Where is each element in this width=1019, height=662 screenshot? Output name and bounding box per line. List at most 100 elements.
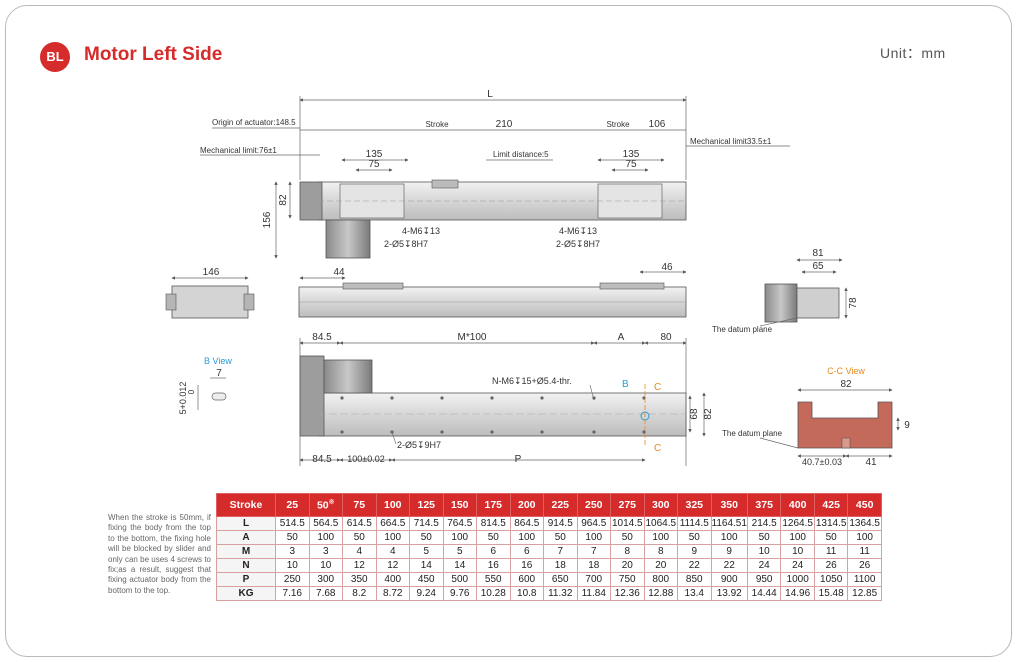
dim-P: P [515,454,522,465]
stroke-value: 275 [618,499,637,511]
stroke-value: 450 [855,499,874,511]
dim-A: A [618,332,625,343]
dim-80: 80 [660,332,672,343]
spec-cell: 11.84 [576,586,611,601]
spec-cell: 7 [576,544,611,559]
limit-distance: Limit distance:5 [493,150,549,159]
spec-cell: 15.48 [813,586,849,601]
spec-cell: 714.5 [409,516,444,531]
dim-82-plan: 82 [703,408,714,420]
c-marker-top: C [654,382,661,393]
spec-cell: 50 [409,530,444,545]
dim-135-left: 135 [366,149,383,160]
spec-cell: 400 [375,572,410,587]
dim-84-5-bottom: 84.5 [312,454,332,465]
spec-row-label: N [216,558,276,573]
spec-cell: 650 [543,572,578,587]
nm6-callout: N-M6↧15+Ø5.4-thr. [492,376,572,386]
stroke-header-cell: 375 [746,493,782,517]
stroke-header-cell: 25 [275,493,310,517]
stroke-value: 150 [450,499,469,511]
spec-cell: 14 [409,558,444,573]
dim-78: 78 [848,297,859,309]
spec-cell: 1114.5 [677,516,712,531]
dim-82-cc: 82 [840,379,852,390]
dim-L: L [487,89,493,100]
dim-40-7: 40.7±0.03 [802,457,842,467]
stroke-header-cell: 325 [677,493,712,517]
m6-callout-left: 4-M6↧13 [402,226,440,236]
spec-cell: 14.44 [746,586,782,601]
spec-cell: 1000 [780,572,815,587]
dim-stroke-right: Stroke [606,120,630,129]
stroke-value: 375 [755,499,773,511]
stroke-header-cell: 125 [409,493,444,517]
spec-cell: 50 [275,530,310,545]
stroke-header-cell: 50※ [308,493,343,517]
spec-cell: 50 [813,530,849,545]
spec-cell: 1164.51 [710,516,748,531]
stroke-value: 25 [286,499,299,511]
spec-cell: 7.16 [275,586,310,601]
spec-cell: 350 [342,572,377,587]
spec-cell: 11 [847,544,882,559]
stroke-header-cell: 450 [847,493,882,517]
spec-cell: 900 [710,572,748,587]
stroke-value: 75 [353,499,366,511]
spec-cell: 22 [677,558,712,573]
spec-cell: 4 [342,544,377,559]
spec-cell: 564.5 [308,516,343,531]
dim-5-tolerance-zero: 0 [187,389,196,394]
spec-cell: 950 [746,572,782,587]
spec-cell: 10 [780,544,815,559]
section-badge: BL [40,42,70,72]
dim-75-right: 75 [625,159,637,170]
spec-cell: 26 [847,558,882,573]
m6-callout-right: 4-M6↧13 [559,226,597,236]
dim-82-top: 82 [278,194,289,206]
spec-row-label: KG [216,586,276,601]
spec-cell: 1014.5 [610,516,645,531]
stroke-value: 200 [517,499,536,511]
pin9-callout: 2-Ø5↧9H7 [397,440,441,450]
mech-limit-right: Mechanical limit33.5±1 [690,137,772,146]
spec-cell: 5 [442,544,477,559]
stroke-header-cell: 425 [813,493,849,517]
stroke-value: 350 [720,499,738,511]
spec-cell: 4 [375,544,410,559]
dim-41: 41 [865,457,877,468]
spec-cell: 450 [409,572,444,587]
spec-cell: 914.5 [543,516,578,531]
pin-callout-left: 2-Ø5↧8H7 [384,239,428,249]
spec-cell: 12.88 [643,586,678,601]
spec-cell: 964.5 [576,516,611,531]
spec-cell: 100 [308,530,343,545]
spec-cell: 14 [442,558,477,573]
spec-cell: 500 [442,572,477,587]
dim-46: 46 [661,262,673,273]
spec-cell: 864.5 [509,516,544,531]
datum-plane-label-2: The datum plane [722,429,783,438]
spec-cell: 12 [375,558,410,573]
dim-stroke-left: Stroke [425,120,449,129]
spec-cell: 10.28 [476,586,511,601]
spec-cell: 664.5 [375,516,410,531]
spec-cell: 12.36 [610,586,645,601]
dim-81: 81 [812,248,824,259]
spec-cell: 11.32 [543,586,578,601]
spec-cell: 10 [746,544,782,559]
stroke-header-cell: 175 [476,493,511,517]
note-star: ※ [328,499,335,507]
dim-origin: Origin of actuator:148.5 [212,118,296,127]
spec-cell: 1050 [813,572,849,587]
stroke-note: When the stroke is 50mm, if fixing the b… [108,513,211,595]
b-marker: B [622,379,629,390]
unit-label: Unit：mm [880,45,946,61]
stroke-value: 250 [584,499,603,511]
spec-cell: 100 [710,530,748,545]
spec-cell: 550 [476,572,511,587]
